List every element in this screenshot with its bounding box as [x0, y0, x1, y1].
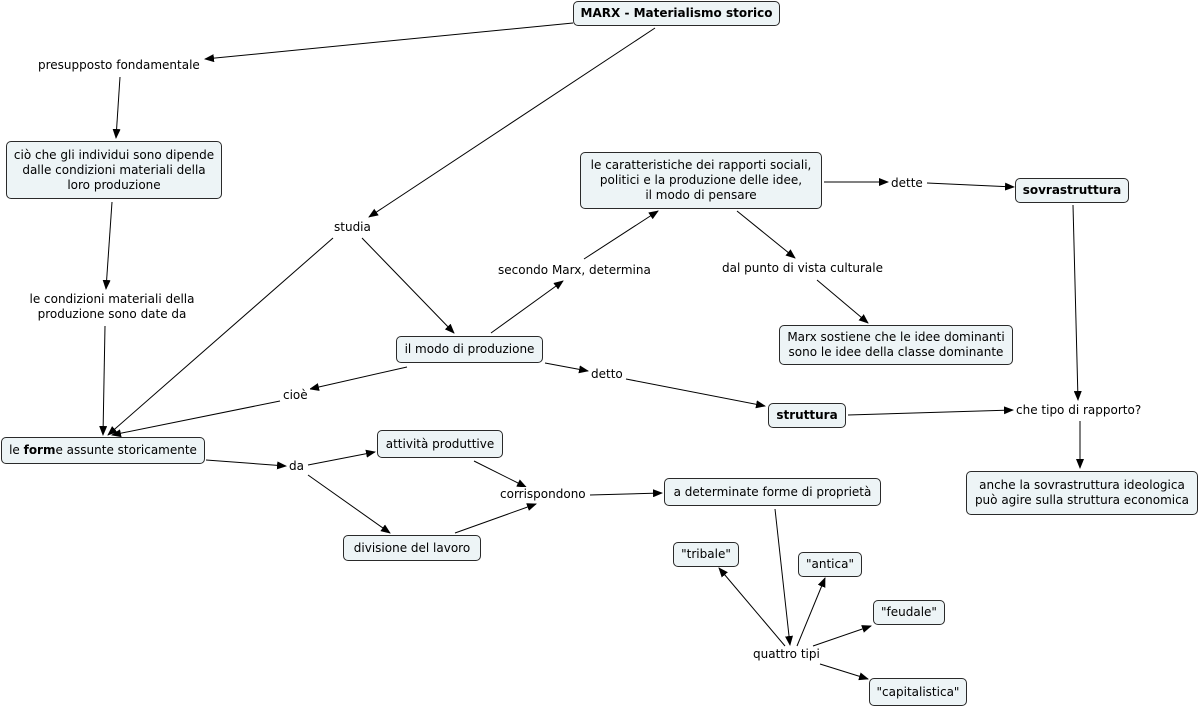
edge-cioche-condizioni [102, 201, 113, 290]
node-attivita-produttive[interactable]: attività produttive [377, 430, 503, 458]
edge-da-attivita [307, 449, 376, 466]
edge-cioe-forme [111, 400, 281, 438]
label-cioe[interactable]: cioè [281, 388, 310, 403]
edge-attivita-corrisp [473, 460, 527, 488]
label-dette[interactable]: dette [889, 176, 925, 191]
edge-title-presupposto [204, 22, 574, 63]
edge-dette-sovra [926, 182, 1015, 191]
edge-da-divisione [307, 474, 391, 534]
label-secondo-marx[interactable]: secondo Marx, determina [496, 263, 653, 278]
node-capitalistica[interactable]: "capitalistica" [869, 678, 967, 706]
node-forme-pre: le [9, 443, 24, 457]
node-determinate-forme[interactable]: a determinate forme di proprietà [664, 478, 881, 506]
label-studia[interactable]: studia [332, 220, 373, 235]
edge-sovra-chetipo [1072, 204, 1082, 401]
edge-quattro-tribale [718, 567, 786, 647]
title-node[interactable]: MARX - Materialismo storico [573, 1, 780, 26]
edge-struttura-chetipo [847, 406, 1014, 416]
edge-quattro-capit [819, 663, 869, 681]
label-quattro-tipi[interactable]: quattro tipi [751, 647, 822, 662]
edge-presupposto-cioche [112, 76, 121, 139]
edge-detto-struttura [625, 378, 766, 409]
edge-quattro-feudale [812, 625, 872, 647]
node-forme-bold: form [23, 443, 56, 457]
label-dal-punto[interactable]: dal punto di vista culturale [720, 261, 885, 276]
edge-modo-cioe [309, 366, 408, 391]
edge-studia-forme [107, 237, 334, 436]
label-detto[interactable]: detto [589, 367, 625, 382]
node-feudale[interactable]: "feudale" [873, 600, 945, 625]
node-antica[interactable]: "antica" [798, 552, 862, 577]
edge-condizioni-forme [99, 325, 108, 436]
edge-corrisp-determinate [589, 489, 663, 498]
edge-secondo-caratt [583, 210, 659, 260]
edge-title-studia [368, 27, 656, 218]
label-presupposto[interactable]: presupposto fondamentale [36, 58, 202, 73]
edge-caratt-dalpunto [736, 210, 796, 259]
edge-studia-modo [361, 237, 455, 334]
edge-dalpunto-marxsost [816, 279, 869, 324]
node-modo-produzione[interactable]: il modo di produzione [396, 336, 543, 363]
node-sovrastruttura[interactable]: sovrastruttura [1015, 178, 1129, 203]
node-struttura[interactable]: struttura [768, 403, 846, 428]
node-anche-sovrastruttura[interactable]: anche la sovrastruttura ideologica può a… [966, 471, 1198, 515]
edge-forme-da [205, 459, 287, 470]
edge-quattro-antica [796, 577, 826, 647]
node-marx-sostiene[interactable]: Marx sostiene che le idee dominanti sono… [779, 325, 1013, 365]
node-forme-post: e assunte storicamente [55, 443, 197, 457]
node-caratteristiche[interactable]: le caratteristiche dei rapporti sociali,… [580, 152, 822, 209]
edge-modo-detto [544, 362, 589, 374]
node-divisione-lavoro[interactable]: divisione del lavoro [343, 535, 481, 561]
edge-modo-secondo [490, 280, 564, 334]
edge-divisione-corrisp [454, 503, 537, 534]
node-tribale[interactable]: "tribale" [673, 542, 739, 567]
label-corrispondono[interactable]: corrispondono [498, 487, 588, 502]
edge-determinate-quattro [774, 508, 793, 646]
node-cio-che[interactable]: ciò che gli individui sono dipende dalle… [6, 141, 222, 199]
label-da[interactable]: da [287, 459, 306, 474]
label-condizioni[interactable]: le condizioni materiali della produzione… [20, 292, 204, 322]
label-che-tipo[interactable]: che tipo di rapporto? [1014, 403, 1144, 418]
